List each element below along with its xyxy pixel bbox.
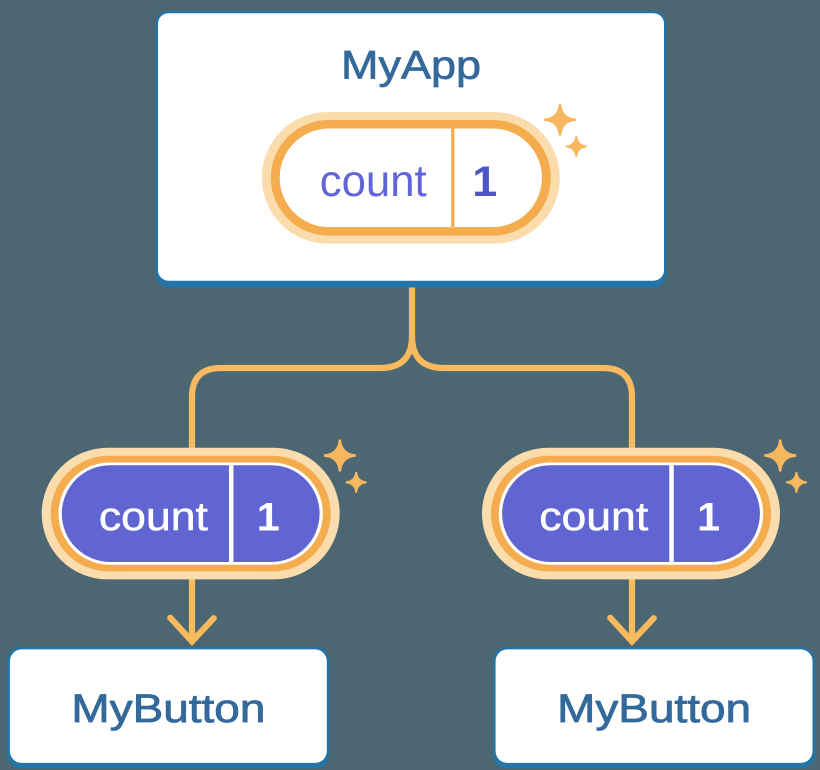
svg-text:MyButton: MyButton xyxy=(557,687,751,731)
svg-text:count: count xyxy=(320,157,427,206)
svg-text:MyApp: MyApp xyxy=(341,43,481,87)
svg-text:1: 1 xyxy=(472,159,497,206)
svg-text:MyButton: MyButton xyxy=(71,687,265,731)
